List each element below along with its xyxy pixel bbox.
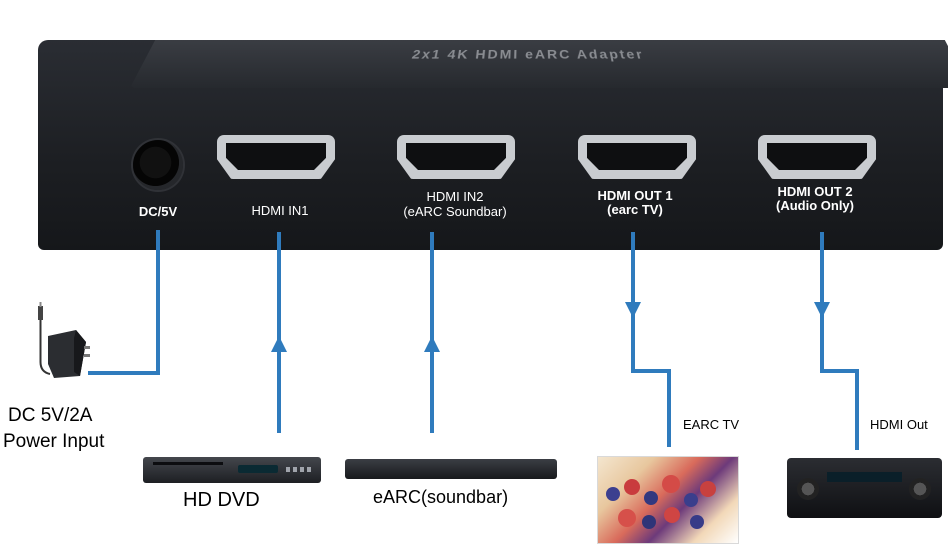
arrow-down-icon	[625, 302, 641, 318]
av-receiver	[787, 458, 942, 518]
volume-knob	[797, 478, 819, 500]
soundbar-caption: eARC(soundbar)	[373, 487, 508, 508]
arrow-up-icon	[424, 336, 440, 352]
player-buttons	[286, 467, 314, 472]
berry	[642, 515, 656, 529]
berry	[644, 491, 658, 505]
berry	[684, 493, 698, 507]
power-caption: DC 5V/2A	[8, 405, 92, 427]
power-adapter-icon	[30, 302, 90, 382]
hd-dvd-player	[143, 457, 321, 483]
power-connector-line	[88, 230, 158, 373]
disc-slot	[153, 462, 223, 465]
soundbar-device	[345, 459, 557, 479]
berry	[606, 487, 620, 501]
input-knob	[909, 478, 931, 500]
berry	[700, 481, 716, 497]
arrow-down-icon	[814, 302, 830, 318]
berry	[624, 479, 640, 495]
hdmi-out-caption: HDMI Out	[870, 417, 928, 432]
berry	[662, 475, 680, 493]
power-subcaption: Power Input	[3, 431, 104, 453]
earc-tv-caption: EARC TV	[683, 417, 739, 432]
arrow-up-icon	[271, 336, 287, 352]
receiver-display	[827, 472, 902, 482]
tv-screen-image	[597, 456, 739, 544]
berry	[690, 515, 704, 529]
earc-tv-connector-line	[633, 232, 669, 447]
hdmi-out-connector-line	[822, 232, 857, 450]
hd-dvd-caption: HD DVD	[183, 489, 260, 512]
berry	[618, 509, 636, 527]
berry	[664, 507, 680, 523]
player-display	[238, 465, 278, 473]
